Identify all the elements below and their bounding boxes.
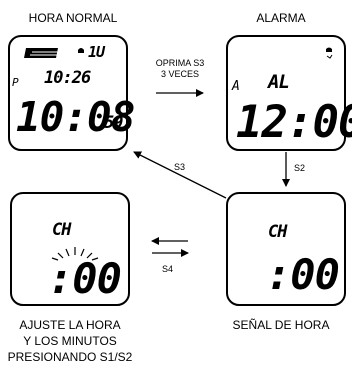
date-readout: 10:26	[44, 68, 91, 88]
alarm-title: ALARMA	[256, 11, 306, 25]
adjust-title-line-3: PRESIONANDO S1/S2	[7, 350, 133, 364]
adjust-title-line-1: AJUSTE LA HORA	[19, 318, 121, 332]
pm-indicator: P	[12, 76, 19, 89]
adjust-mode-text: CH	[52, 220, 72, 240]
alarm-indicator: A	[232, 79, 240, 94]
bell-icon	[78, 48, 84, 53]
alarm-time-readout: 12:00	[236, 97, 352, 148]
flashing-rays-icon	[51, 247, 99, 261]
normal-time-display: 1U P 10:26 10:08 59	[8, 35, 135, 151]
normal-to-alarm-label-1: OPRIMA S3	[155, 58, 205, 68]
chime-value-readout: :00	[266, 250, 340, 299]
mode-icon-text: 1U	[88, 43, 105, 61]
arrow-chime-to-normal	[133, 151, 227, 199]
adjust-title-line-2: Y LOS MINUTOS	[23, 334, 117, 348]
bar-graph-icon	[24, 48, 60, 58]
seconds-readout: 59	[104, 113, 124, 133]
normal-to-alarm-label-2: 3 VECES	[160, 69, 200, 79]
chime-display: CH :00	[226, 192, 346, 306]
chime-to-normal-label: S3	[174, 162, 186, 172]
chime-title: SEÑAL DE HORA	[232, 318, 330, 332]
normal-title: HORA NORMAL	[28, 11, 118, 25]
alarm-mode-text: AL	[268, 71, 290, 93]
chime-to-adjust-label: S4	[162, 264, 174, 274]
alarm-display: A AL 12:00	[226, 35, 352, 151]
time-readout: 10:08	[16, 93, 135, 141]
adjust-display: CH :00	[10, 192, 130, 306]
alarm-to-chime-label: S2	[294, 163, 306, 173]
adjust-value-readout: :00	[48, 254, 122, 303]
bell-icon	[326, 47, 333, 59]
chime-mode-text: CH	[268, 222, 288, 242]
